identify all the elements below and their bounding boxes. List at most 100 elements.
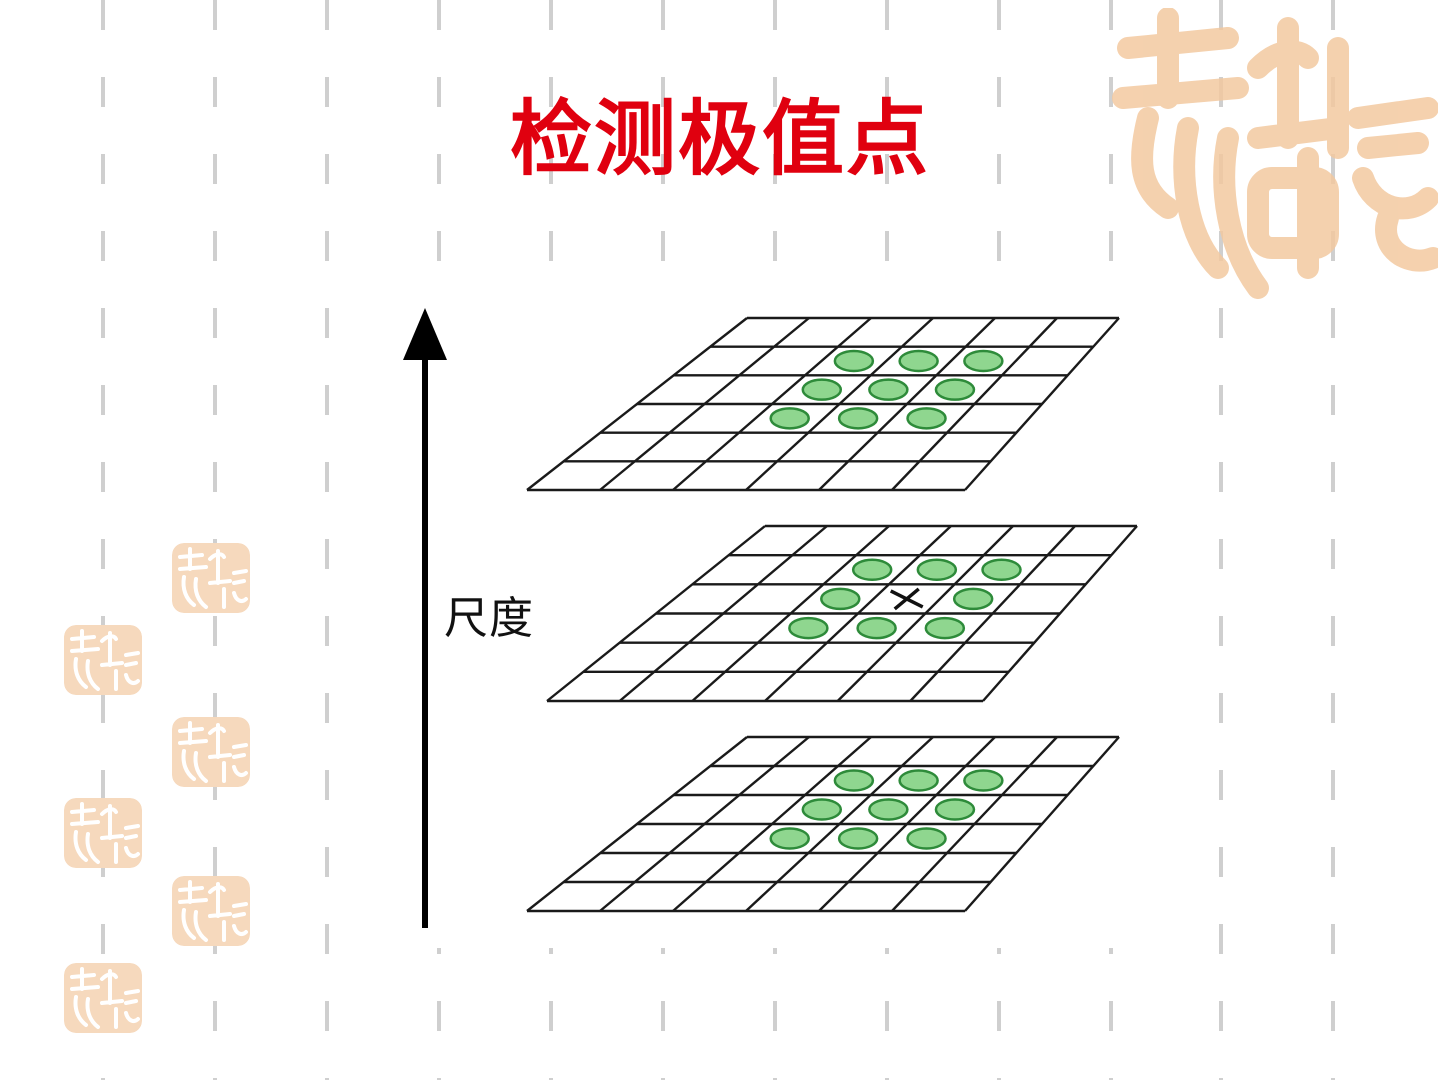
background-dash: [101, 1078, 105, 1080]
background-dash: [101, 770, 105, 800]
neighbor-point: [952, 587, 994, 611]
background-dash: [997, 0, 1001, 30]
neighbor-point: [868, 798, 909, 821]
background-dash: [101, 308, 105, 338]
background-dash: [325, 616, 329, 646]
neighbor-point: [916, 558, 958, 581]
background-dash: [325, 77, 329, 107]
neighbor-point: [963, 349, 1004, 373]
background-dash: [437, 154, 441, 184]
background-dash: [1109, 231, 1113, 261]
background-dash: [213, 616, 217, 646]
background-dash: [1219, 231, 1223, 261]
neighbor-point: [934, 798, 976, 821]
neighbor-point: [868, 378, 909, 401]
grid-line: [982, 525, 1138, 702]
background-dash: [1219, 385, 1223, 415]
background-dash: [1331, 1001, 1335, 1031]
background-dash: [437, 77, 441, 107]
background-dash: [325, 308, 329, 338]
background-dash: [773, 154, 777, 184]
background-dash: [325, 0, 329, 30]
scale-axis-label: 尺度: [444, 593, 534, 644]
background-dash: [213, 308, 217, 338]
background-dash: [1331, 385, 1335, 415]
background-dash: [325, 1078, 329, 1080]
background-dash: [997, 154, 1001, 184]
background-dash: [1331, 924, 1335, 954]
background-dash: [773, 1078, 777, 1080]
background-dash: [1331, 539, 1335, 569]
background-dash: [1109, 1001, 1113, 1031]
background-dash: [997, 231, 1001, 261]
background-dash: [661, 231, 665, 261]
neighbor-point: [924, 616, 966, 640]
seal-icon-1: [172, 543, 250, 613]
background-dash: [213, 231, 217, 261]
scale-space-diagram: [403, 308, 1138, 928]
background-dash: [661, 1001, 665, 1031]
background-dash: [101, 77, 105, 107]
neighbor-point: [801, 378, 843, 401]
background-dash: [213, 77, 217, 107]
background-dash: [549, 0, 553, 30]
neighbor-point: [851, 558, 893, 581]
background-dash: [325, 770, 329, 800]
background-dash: [661, 0, 665, 30]
background-dash: [1219, 308, 1223, 338]
neighbor-point: [934, 378, 976, 401]
background-dash: [325, 539, 329, 569]
background-dash: [1219, 770, 1223, 800]
grid-line: [964, 736, 1120, 912]
neighbor-point: [906, 827, 947, 850]
background-dash: [549, 154, 553, 184]
background-dash: [101, 693, 105, 723]
background-dash: [325, 693, 329, 723]
seal-glyph: [70, 629, 140, 691]
background-dash: [1109, 1078, 1113, 1080]
background-dash: [437, 231, 441, 261]
background-dash: [1109, 0, 1113, 30]
background-dash: [1331, 693, 1335, 723]
background-dash: [549, 77, 553, 107]
background-dash: [773, 0, 777, 30]
background-dash: [1219, 539, 1223, 569]
background-dash: [885, 77, 889, 107]
background-dash: [1331, 0, 1335, 30]
seal-glyph: [178, 547, 248, 609]
background-dash: [997, 1078, 1001, 1080]
neighbor-point: [898, 349, 939, 373]
background-dash: [325, 847, 329, 877]
background-dash: [213, 385, 217, 415]
grid-line: [964, 317, 1120, 491]
background-dash: [101, 0, 105, 30]
neighbor-point: [833, 349, 875, 373]
background-dash: [1331, 616, 1335, 646]
background-dash: [1219, 0, 1223, 30]
background-dash: [213, 693, 217, 723]
seal-icon-3: [172, 717, 250, 787]
background-dash: [325, 462, 329, 492]
background-dash: [1219, 1078, 1223, 1080]
background-dash: [885, 1078, 889, 1080]
background-dash: [325, 924, 329, 954]
background-dash: [213, 1001, 217, 1031]
seal-icon-6: [64, 963, 142, 1033]
seal-icon-5: [172, 876, 250, 946]
background-dash: [549, 1001, 553, 1031]
neighbor-point: [898, 769, 939, 792]
background-dash: [437, 1078, 441, 1080]
sample-point-x-mark: [893, 587, 920, 611]
background-dash: [101, 385, 105, 415]
background-dash: [437, 0, 441, 30]
neighbor-point: [801, 798, 843, 821]
background-dash: [213, 154, 217, 184]
background-dash: [213, 0, 217, 30]
seal-glyph: [178, 880, 248, 942]
neighbor-point: [788, 616, 829, 640]
background-dash: [997, 77, 1001, 107]
background-dash: [885, 0, 889, 30]
neighbor-point: [981, 558, 1022, 581]
background-dash: [213, 1078, 217, 1080]
